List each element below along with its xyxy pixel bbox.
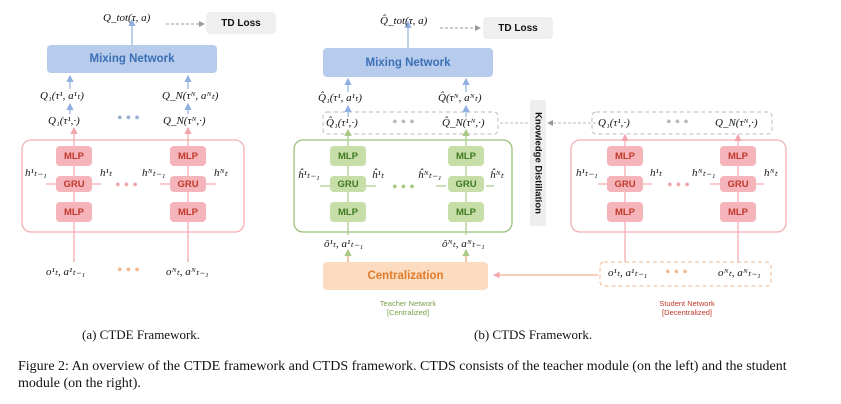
ctde-q-dots: ••• bbox=[117, 110, 143, 127]
student-agent1-gru: GRU bbox=[607, 176, 643, 192]
ctde-q1-action-label: Q₁(τ¹, a¹ₜ) bbox=[40, 90, 84, 102]
student-q-dashed-box bbox=[591, 111, 773, 135]
student-network-label: Student Network [Decentralized] bbox=[642, 299, 732, 317]
ctde-agent1-mlp-top: MLP bbox=[56, 146, 92, 166]
ctde-agent1-mlp-bottom: MLP bbox=[56, 202, 92, 222]
ctde-hn-prev: hᴺₜ₋₁ bbox=[142, 167, 166, 179]
ctde-agentn-mlp-top: MLP bbox=[170, 146, 206, 166]
ctde-h1-prev: h¹ₜ₋₁ bbox=[25, 167, 47, 179]
student-hn: hᴺₜ bbox=[764, 167, 778, 179]
ctde-agentn-gru: GRU bbox=[170, 176, 206, 192]
student-obsn: oᴺₜ, aᴺₜ₋₁ bbox=[718, 267, 761, 279]
student-obs-dashed-box bbox=[599, 261, 772, 287]
student-agent1-mlp-bottom: MLP bbox=[607, 202, 643, 222]
student-gru-dots: ••• bbox=[667, 177, 693, 194]
student-hn-prev: hᴺₜ₋₁ bbox=[692, 167, 716, 179]
teacher-network-subtitle: [Centralized] bbox=[386, 308, 430, 317]
student-q1-all-label: Q₁(τ¹,·) bbox=[598, 117, 630, 129]
ctds-q-dots: ••• bbox=[392, 114, 418, 131]
student-agentn-gru: GRU bbox=[720, 176, 756, 192]
student-agent1-mlp-top: MLP bbox=[607, 146, 643, 166]
teacher-h1-prev: ĥ¹ₜ₋₁ bbox=[298, 169, 320, 181]
teacher-agentn-gru: GRU bbox=[448, 176, 484, 192]
ctds-mixing-network: Mixing Network bbox=[323, 48, 493, 77]
ctde-qn-action-label: Q_N(τᴺ, aᴺₜ) bbox=[162, 90, 219, 102]
centralization-block: Centralization bbox=[323, 262, 488, 290]
teacher-agent1-mlp-top: MLP bbox=[330, 146, 366, 166]
ctds-q1-all-label: Q̂₁(τ¹,·) bbox=[326, 117, 358, 129]
teacher-obs1: ô¹ₜ, a¹ₜ₋₁ bbox=[324, 238, 364, 250]
student-h1: h¹ₜ bbox=[650, 167, 663, 179]
ctde-mixing-network: Mixing Network bbox=[47, 45, 217, 73]
ctde-agent1-gru: GRU bbox=[56, 176, 92, 192]
ctde-qtot-label: Q_tot(τ, a) bbox=[103, 12, 151, 24]
ctds-td-loss-box: TD Loss bbox=[483, 17, 553, 39]
teacher-h1: ĥ¹ₜ bbox=[372, 169, 385, 181]
ctde-h1: h¹ₜ bbox=[100, 167, 113, 179]
ctde-gru-dots: ••• bbox=[115, 177, 141, 194]
student-agentn-mlp-top: MLP bbox=[720, 146, 756, 166]
ctde-agentn-mlp-bottom: MLP bbox=[170, 202, 206, 222]
teacher-hn-prev: ĥᴺₜ₋₁ bbox=[418, 169, 442, 181]
ctds-q1-action-label: Q̂₁(τ¹, a¹ₜ) bbox=[318, 92, 362, 104]
teacher-agent1-gru: GRU bbox=[330, 176, 366, 192]
ctde-q1-all-label: Q₁(τ¹,·) bbox=[48, 115, 80, 127]
teacher-q-dashed-box bbox=[322, 111, 499, 135]
teacher-gru-dots: ••• bbox=[392, 179, 418, 196]
student-obs1: o¹ₜ, a¹ₜ₋₁ bbox=[608, 267, 648, 279]
knowledge-distillation-label: Knowledge Distillation bbox=[532, 112, 544, 214]
ctde-hn: hᴺₜ bbox=[214, 167, 228, 179]
student-obs-dots: ••• bbox=[665, 264, 691, 281]
teacher-network-title: Teacher Network bbox=[379, 299, 437, 308]
ctds-qtot-label: Q̂_tot(τ, a) bbox=[380, 15, 428, 27]
teacher-agent1-mlp-bottom: MLP bbox=[330, 202, 366, 222]
ctde-obs-dots: ••• bbox=[117, 262, 143, 279]
teacher-agentn-mlp-bottom: MLP bbox=[448, 202, 484, 222]
knowledge-distillation-box: Knowledge Distillation bbox=[530, 100, 546, 226]
ctds-caption: (b) CTDS Framework. bbox=[474, 327, 593, 342]
teacher-hn: ĥᴺₜ bbox=[490, 169, 504, 181]
student-network-subtitle: [Decentralized] bbox=[661, 308, 713, 317]
figure-caption: Figure 2: An overview of the CTDE framew… bbox=[18, 359, 787, 391]
ctde-agent-panel bbox=[21, 139, 245, 233]
teacher-agent-panel bbox=[293, 139, 513, 233]
student-q-dots: ••• bbox=[666, 114, 692, 131]
student-h1-prev: h¹ₜ₋₁ bbox=[576, 167, 598, 179]
ctde-obs1: o¹ₜ, a¹ₜ₋₁ bbox=[46, 266, 86, 278]
student-network-title: Student Network bbox=[659, 299, 715, 308]
ctds-qn-all-label: Q̂_N(τᴺ,·) bbox=[442, 117, 485, 129]
ctde-caption: (a) CTDE Framework. bbox=[82, 327, 201, 342]
ctds-qn-action-label: Q̂(τᴺ, aᴺₜ) bbox=[438, 92, 482, 104]
ctde-qn-all-label: Q_N(τᴺ,·) bbox=[163, 115, 206, 127]
teacher-network-label: Teacher Network [Centralized] bbox=[366, 299, 450, 317]
ctde-td-loss-box: TD Loss bbox=[206, 12, 276, 34]
ctde-obsn: oᴺₜ, aᴺₜ₋₁ bbox=[166, 266, 209, 278]
teacher-obsn: ôᴺₜ, aᴺₜ₋₁ bbox=[442, 238, 485, 250]
teacher-agentn-mlp-top: MLP bbox=[448, 146, 484, 166]
student-agentn-mlp-bottom: MLP bbox=[720, 202, 756, 222]
student-agent-panel bbox=[570, 139, 787, 233]
student-qn-all-label: Q_N(τᴺ,·) bbox=[715, 117, 758, 129]
